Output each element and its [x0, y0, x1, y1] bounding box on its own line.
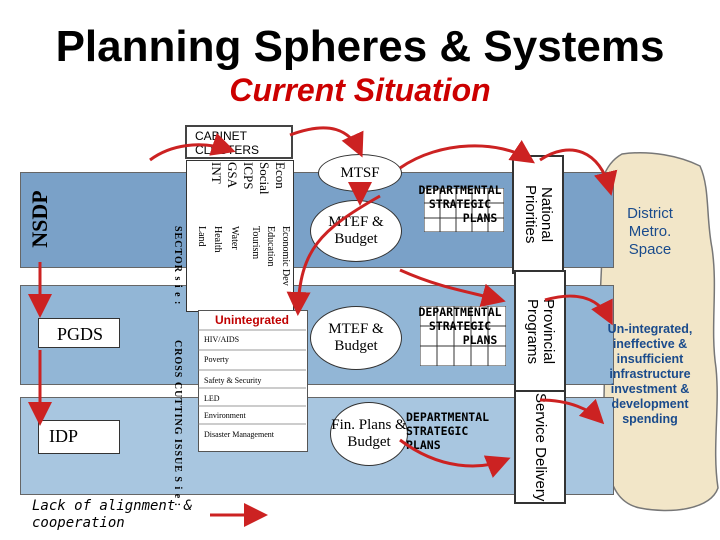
unintegrated-dividers — [198, 329, 306, 425]
dept-plans-local-line1: DEPARTMENTAL — [406, 410, 490, 424]
unintegrated-infrastructure-label: Un-integrated, ineffective & insufficien… — [607, 322, 693, 426]
issue-safety-security: Safety & Security — [204, 376, 262, 385]
cross-cutting-heading: CROSS CUTTING ISSUE S i e : — [172, 340, 183, 508]
cluster-icps: ICPS — [241, 162, 256, 190]
legend-lack-of-alignment: Lack of alignment & cooperation — [32, 498, 193, 531]
arrow-finplans-to-service — [399, 438, 511, 478]
dept-plans-national-line1: DEPARTMENTAL — [418, 183, 502, 197]
arrow-provincial-to-district — [544, 294, 613, 326]
sector-health: Health — [212, 226, 223, 253]
sector-panel — [186, 160, 294, 312]
dept-plans-provincial-line2: STRATEGIC — [428, 319, 492, 333]
cluster-econ: Econ — [273, 162, 288, 189]
mtef-budget-provincial-oval: MTEF & Budget — [310, 306, 402, 370]
provincial-programs-label: Provincial Programs — [524, 299, 557, 365]
dept-plans-provincial: DEPARTMENTAL STRATEGIC PLANS — [396, 305, 524, 347]
sector-tourism: Tourism — [250, 226, 261, 260]
page-subtitle: Current Situation — [229, 72, 491, 108]
arrow-national-to-district — [539, 148, 618, 196]
dept-plans-provincial-line1: DEPARTMENTAL — [418, 305, 502, 319]
idp-box: IDP — [38, 420, 120, 454]
issue-led: LED — [204, 394, 220, 403]
dept-grid-mid — [420, 306, 506, 366]
dept-grid-top — [424, 188, 504, 232]
dept-plans-local: DEPARTMENTAL STRATEGIC PLANS — [406, 410, 526, 452]
service-delivery-label: Service Delivery — [532, 392, 549, 502]
issue-hiv-aids: HIV/AIDS — [204, 335, 240, 344]
dept-plans-national: DEPARTMENTAL STRATEGIC PLANS — [396, 183, 524, 225]
cabinet-clusters-box: CABINET CLUSTERS — [185, 125, 293, 159]
arrow-left-to-cabinet — [149, 132, 236, 162]
issue-environment: Environment — [204, 411, 246, 420]
cluster-social: Social — [257, 162, 272, 195]
issue-disaster-management: Disaster Management — [204, 430, 274, 439]
dept-plans-national-line3: PLANS — [462, 211, 498, 225]
arrow-cabinet-to-mtsf — [289, 126, 364, 158]
cluster-int: INT — [209, 162, 224, 184]
dept-plans-national-line2: STRATEGIC — [428, 197, 492, 211]
arrow-mtef-to-unintegrated — [286, 194, 381, 316]
district-metro-space-label: District Metro. Space — [627, 205, 673, 258]
dept-plans-local-line2: STRATEGIC — [406, 424, 469, 438]
national-priorities-label: National Priorities — [522, 185, 555, 244]
arrow-service-to-district — [539, 398, 605, 425]
unintegrated-title: Unintegrated — [214, 313, 289, 327]
sector-land: Land — [196, 226, 207, 247]
pgds-box: PGDS — [38, 318, 120, 348]
national-priorities-box: National Priorities — [512, 155, 564, 274]
unintegrated-panel — [198, 310, 308, 452]
sectors-heading: SECTOR s i e : — [172, 226, 183, 306]
fin-plans-budget-oval: Fin. Plans & Budget — [330, 402, 408, 466]
service-delivery-box: Service Delivery — [514, 390, 566, 504]
dept-plans-provincial-line3: PLANS — [462, 333, 498, 347]
issue-poverty: Poverty — [204, 355, 229, 364]
sector-economic-dev: Economic Dev — [280, 226, 291, 286]
page-title: Planning Spheres & Systems — [55, 22, 665, 71]
cluster-gsa: GSA — [225, 162, 240, 189]
arrow-mtef-to-provincial — [399, 268, 506, 307]
provincial-programs-box: Provincial Programs — [514, 270, 566, 394]
sector-water: Water — [229, 226, 240, 250]
sector-education: Education — [265, 226, 276, 267]
arrow-mtsf-to-national — [399, 140, 535, 170]
